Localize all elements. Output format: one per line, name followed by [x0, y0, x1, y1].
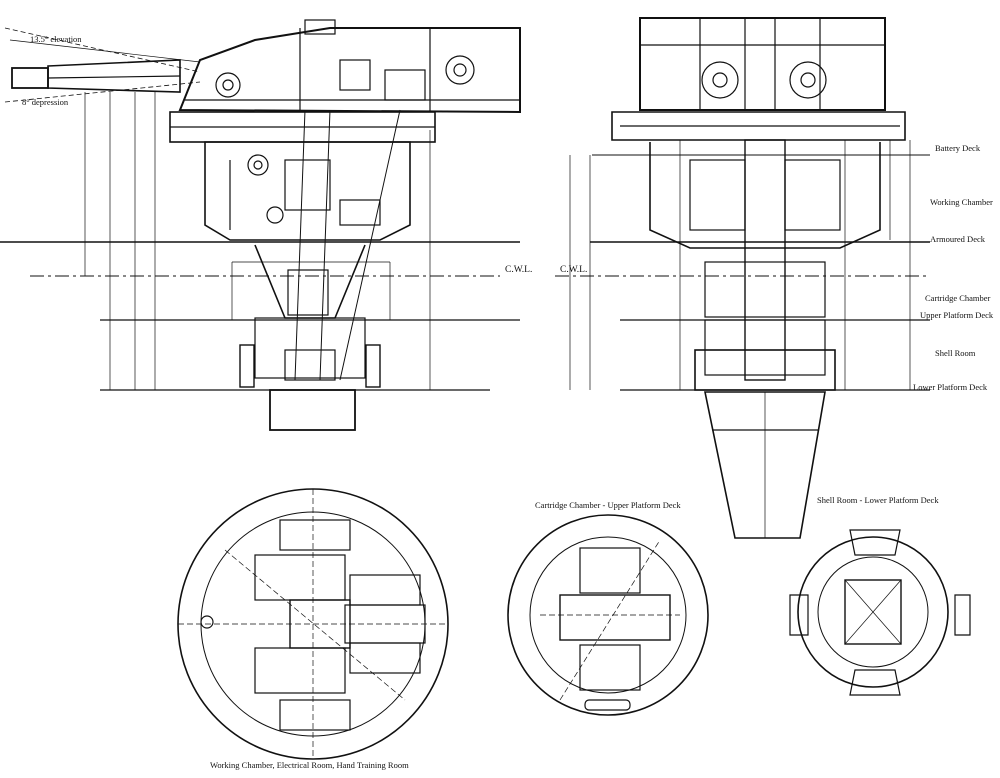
- side-cwl-label: C.W.L.: [505, 265, 533, 275]
- working-chamber-label: Working Chamber: [930, 197, 993, 207]
- cartridge-chamber-label: Cartridge Chamber: [925, 293, 991, 303]
- shell-room-caption: Shell Room - Lower Platform Deck: [817, 495, 939, 505]
- depression-label: 8° depression: [22, 97, 69, 107]
- upper-platform-deck-label: Upper Platform Deck: [920, 310, 994, 320]
- front-elevation: [555, 17, 930, 539]
- cartridge-chamber-caption: Cartridge Chamber - Upper Platform Deck: [535, 500, 681, 510]
- working-chamber-caption: Working Chamber, Electrical Room, Hand T…: [210, 760, 409, 770]
- shell-room-label: Shell Room: [935, 348, 976, 358]
- side-trunk: [254, 109, 401, 381]
- side-working-chamber: [204, 141, 411, 241]
- gun-cradle-right: [789, 61, 827, 99]
- lower-platform-deck-label: Lower Platform Deck: [913, 382, 988, 392]
- cartridge-chamber-plan: [507, 514, 709, 716]
- working-chamber-plan: [177, 488, 449, 760]
- turret-house: [178, 19, 521, 114]
- battery-deck-label: Battery Deck: [935, 143, 981, 153]
- gun-cradle-left: [701, 61, 739, 99]
- gun-barrel: [11, 59, 181, 93]
- armoured-deck-label: Armoured Deck: [930, 234, 985, 244]
- side-elevation: [0, 19, 521, 431]
- shell-room-plan: [789, 529, 971, 696]
- front-cwl-label: C.W.L.: [560, 265, 588, 275]
- elevation-label: 13.5° elevation: [30, 34, 82, 44]
